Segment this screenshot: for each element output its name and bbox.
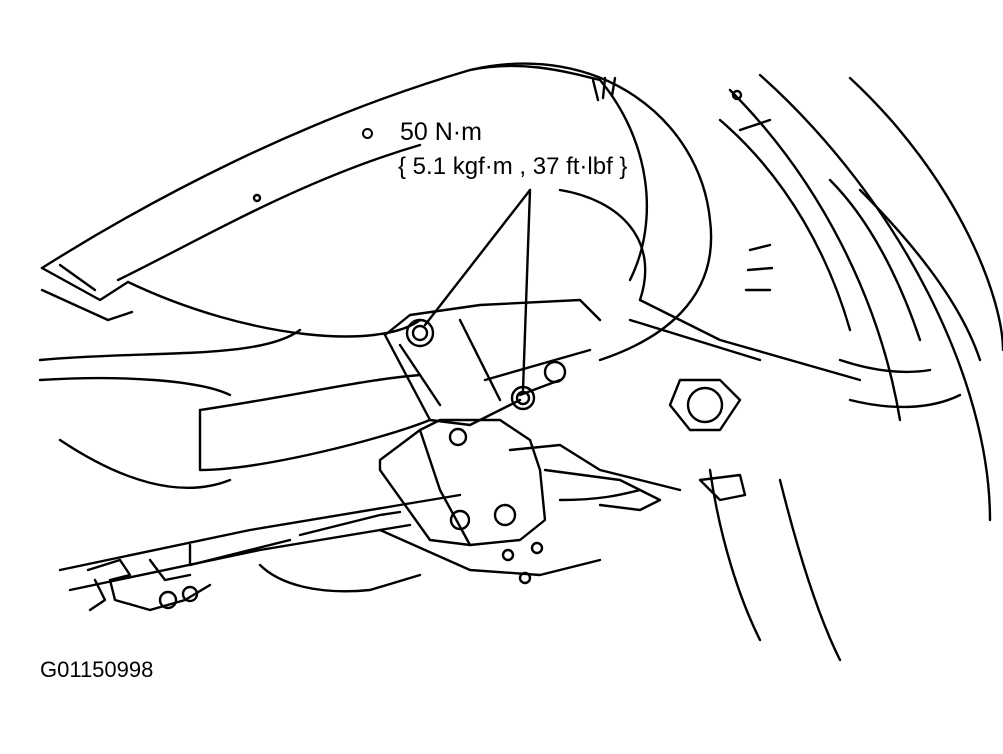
figure-id-label: G01150998 (40, 657, 154, 682)
trailing-arm (383, 298, 602, 427)
lower-tube (58, 468, 662, 593)
mounting-bracket (378, 418, 682, 585)
torque-conversion-label: { 5.1 kgf·m , 37 ft·lbf } (398, 153, 628, 180)
torque-bolts (405, 318, 567, 411)
body-panel (40, 64, 602, 338)
callout-bullet-icon (362, 128, 373, 139)
left-bracket (86, 558, 212, 612)
torque-value-label: 50 N·m (400, 118, 482, 146)
sketch-marks (591, 76, 772, 132)
tire-outline (698, 73, 1003, 662)
callout-leaders (423, 188, 532, 392)
upper-bolt-icon (405, 318, 435, 348)
axle-housing (38, 62, 862, 490)
